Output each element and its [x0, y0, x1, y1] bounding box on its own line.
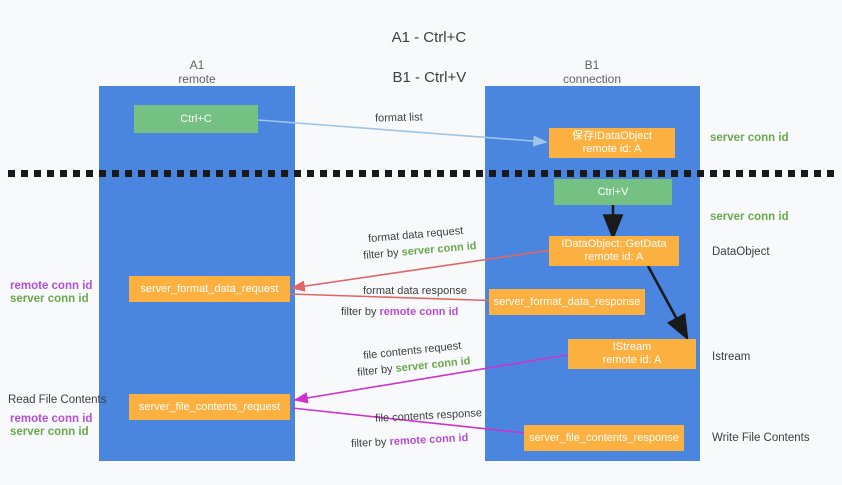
filter-key-remote-conn-id: remote conn id: [389, 431, 469, 449]
node-server-format-data-response[interactable]: server_format_data_response: [489, 289, 645, 315]
annotation-server-conn-id-1: server conn id: [10, 293, 89, 305]
node-save-idataobject-line2: remote id: A: [582, 143, 642, 155]
node-server-file-contents-request[interactable]: server_file_contents_request: [129, 394, 290, 420]
title-line-1: A1 - Ctrl+C: [391, 29, 467, 46]
node-istream-line1: IStream: [612, 341, 652, 353]
column-a1-name: A1: [189, 58, 205, 72]
node-istream-line2: remote id: A: [602, 354, 662, 366]
annotation-server-conn-id-top: server conn id: [710, 132, 789, 144]
node-idataobject-getdata[interactable]: IDataObject::GetData remote id: A: [549, 236, 679, 266]
edge-label-format-list-text: format list: [374, 111, 423, 125]
filter-prefix: filter by: [350, 436, 390, 451]
edge-label-format-data-response: format data response: [363, 284, 467, 298]
edge-label-file-contents-response-text: file contents response: [374, 407, 483, 425]
edge-label-format-data-response-filter: filter by remote conn id: [341, 305, 458, 319]
annotation-istream: Istream: [712, 351, 751, 363]
annotation-read-file-contents: Read File Contents: [8, 394, 107, 406]
node-save-idataobject-line1: 保存IDataObject: [571, 130, 653, 142]
node-server-file-contents-response-label: server_file_contents_response: [529, 431, 679, 444]
node-idataobject-getdata-line2: remote id: A: [584, 251, 644, 263]
node-istream[interactable]: IStream remote id: A: [568, 339, 696, 369]
column-a1-sub: remote: [178, 72, 216, 86]
node-save-idataobject[interactable]: 保存IDataObject remote id: A: [549, 128, 675, 158]
column-b1-sub: connection: [562, 72, 622, 86]
title-line-2: B1 - Ctrl+V: [392, 69, 467, 86]
annotation-remote-conn-id-1: remote conn id: [10, 280, 93, 292]
edge-label-format-list: format list: [375, 110, 423, 125]
node-server-format-data-request[interactable]: server_format_data_request: [129, 276, 290, 302]
filter-prefix: filter by: [362, 246, 403, 262]
filter-key-remote-conn-id: remote conn id: [379, 306, 459, 318]
edge-label-file-contents-response-filter: filter by remote conn id: [351, 431, 469, 451]
annotation-server-conn-id-mid: server conn id: [710, 211, 789, 223]
annotation-remote-conn-id-2: remote conn id: [10, 413, 93, 425]
annotation-dataobject: DataObject: [712, 246, 770, 258]
phase-separator-dashed-line: [8, 170, 834, 177]
node-ctrl-v-label: Ctrl+V: [597, 185, 629, 198]
filter-key-server-conn-id: server conn id: [401, 240, 478, 259]
node-idataobject-getdata-line1: IDataObject::GetData: [561, 238, 667, 250]
column-header-b1: B1 connection: [512, 58, 672, 86]
filter-prefix: filter by: [356, 362, 397, 379]
edge-label-format-data-response-text: format data response: [363, 285, 467, 297]
node-server-format-data-response-label: server_format_data_response: [493, 295, 641, 308]
node-server-file-contents-request-label: server_file_contents_request: [138, 400, 281, 413]
node-server-file-contents-response[interactable]: server_file_contents_response: [524, 425, 684, 451]
annotation-server-conn-id-2: server conn id: [10, 426, 89, 438]
column-header-a1: A1 remote: [117, 58, 277, 86]
node-ctrl-c[interactable]: Ctrl+C: [134, 105, 258, 133]
node-ctrl-v[interactable]: Ctrl+V: [554, 179, 672, 205]
node-server-format-data-request-label: server_format_data_request: [140, 282, 279, 295]
filter-prefix: filter by: [341, 306, 380, 318]
page-title: A1 - Ctrl+C B1 - Ctrl+V: [0, 8, 842, 108]
edge-label-file-contents-response: file contents response: [375, 406, 483, 426]
column-b1-name: B1: [584, 58, 600, 72]
node-ctrl-c-label: Ctrl+C: [180, 112, 212, 125]
annotation-write-file-contents: Write File Contents: [712, 432, 810, 444]
